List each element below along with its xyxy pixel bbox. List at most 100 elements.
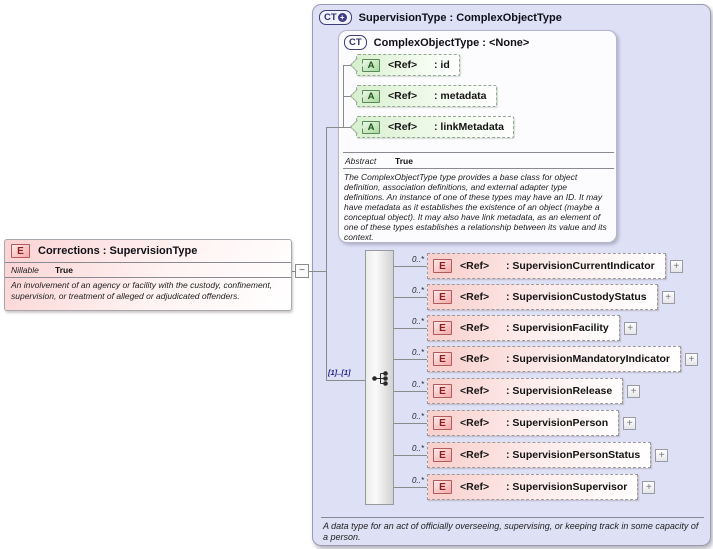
attribute-name: : linkMetadata bbox=[434, 121, 505, 133]
panel-footer-description: A data type for an act of officially ove… bbox=[323, 521, 699, 542]
element-name: : SupervisionMandatoryIndicator bbox=[506, 353, 670, 365]
corrections-element-box[interactable]: E Corrections : SupervisionType Nillable… bbox=[4, 239, 292, 311]
occurs-label: 0..* bbox=[411, 444, 424, 453]
expand-icon[interactable]: + bbox=[623, 416, 637, 430]
element-badge: E bbox=[433, 259, 452, 273]
expand-icon[interactable]: + bbox=[627, 384, 641, 398]
element-ref: <Ref> bbox=[460, 449, 490, 461]
occurs-label: 0..* bbox=[411, 255, 424, 264]
element-tag: E <Ref> : SupervisionPersonStatus bbox=[427, 442, 652, 468]
supervision-type-header: CT + SupervisionType : ComplexObjectType bbox=[313, 5, 710, 30]
element-name: : SupervisionRelease bbox=[506, 385, 613, 397]
element-supervision-person[interactable]: E <Ref> : SupervisionPerson + bbox=[427, 410, 637, 436]
element-supervision-release[interactable]: E <Ref> : SupervisionRelease + bbox=[427, 378, 641, 404]
element-supervision-mandatory-indicator[interactable]: E <Ref> : SupervisionMandatoryIndicator … bbox=[427, 346, 698, 372]
attribute-metadata[interactable]: A <Ref> : metadata bbox=[356, 85, 497, 107]
abstract-property-value: True bbox=[395, 156, 413, 166]
element-ref: <Ref> bbox=[460, 481, 490, 493]
complex-type-plus-badge: CT + bbox=[319, 10, 352, 25]
complex-type-badge-label: CT bbox=[324, 12, 337, 23]
element-supervision-custody-status[interactable]: E <Ref> : SupervisionCustodyStatus + bbox=[427, 284, 675, 310]
attribute-badge: A bbox=[362, 120, 380, 134]
footer-separator bbox=[321, 517, 704, 518]
element-tag: E <Ref> : SupervisionMandatoryIndicator bbox=[427, 346, 681, 372]
occurs-label: 0..* bbox=[411, 380, 424, 389]
attribute-tag: A <Ref> : metadata bbox=[356, 85, 497, 107]
sequence-cardinality-label: [1]..[1] bbox=[328, 368, 351, 377]
expand-icon[interactable]: + bbox=[655, 448, 669, 462]
element-supervision-current-indicator[interactable]: E <Ref> : SupervisionCurrentIndicator + bbox=[427, 253, 683, 279]
element-tag: E <Ref> : SupervisionCurrentIndicator bbox=[427, 253, 666, 279]
attribute-id[interactable]: A <Ref> : id bbox=[356, 54, 460, 76]
element-name: : SupervisionSupervisor bbox=[506, 481, 628, 493]
expand-icon[interactable]: + bbox=[661, 290, 675, 304]
element-tag: E <Ref> : SupervisionCustodyStatus bbox=[427, 284, 658, 310]
attribute-badge: A bbox=[362, 89, 380, 103]
nillable-property-name: Nillable bbox=[11, 265, 39, 275]
expand-icon[interactable]: + bbox=[684, 352, 698, 366]
element-supervision-person-status[interactable]: E <Ref> : SupervisionPersonStatus + bbox=[427, 442, 669, 468]
element-name: : SupervisionCurrentIndicator bbox=[506, 260, 655, 272]
element-badge: E bbox=[433, 321, 452, 335]
base-panel-title: ComplexObjectType : <None> bbox=[373, 36, 530, 49]
corrections-separator-top bbox=[5, 262, 291, 263]
corrections-title-row: E Corrections : SupervisionType bbox=[5, 240, 291, 262]
nillable-property-row: Nillable True bbox=[5, 263, 291, 277]
element-badge: E bbox=[433, 290, 452, 304]
attribute-badge: A bbox=[362, 58, 380, 72]
element-tag: E <Ref> : SupervisionFacility bbox=[427, 315, 620, 341]
element-badge: E bbox=[433, 480, 452, 494]
element-ref: <Ref> bbox=[460, 322, 490, 334]
attribute-tag: A <Ref> : id bbox=[356, 54, 460, 76]
occurs-label: 0..* bbox=[411, 286, 424, 295]
element-tag: E <Ref> : SupervisionSupervisor bbox=[427, 474, 639, 500]
element-name: : SupervisionCustodyStatus bbox=[506, 291, 647, 303]
attribute-tag: A <Ref> : linkMetadata bbox=[356, 116, 515, 138]
element-name: : SupervisionPerson bbox=[506, 417, 609, 429]
element-badge: E bbox=[433, 448, 452, 462]
base-description: The ComplexObjectType type provides a ba… bbox=[344, 172, 607, 242]
element-badge: E bbox=[433, 352, 452, 366]
element-badge: E bbox=[433, 416, 452, 430]
complex-type-plus-icon: + bbox=[337, 13, 347, 22]
complex-type-badge: CT bbox=[344, 35, 367, 50]
corrections-title: Corrections : SupervisionType bbox=[38, 245, 198, 257]
corrections-description: An involvement of an agency or facility … bbox=[11, 280, 273, 301]
element-name: : SupervisionPersonStatus bbox=[506, 449, 641, 461]
attribute-link-metadata[interactable]: A <Ref> : linkMetadata bbox=[356, 116, 515, 138]
attribute-name: : id bbox=[434, 59, 450, 71]
occurs-label: 0..* bbox=[411, 348, 424, 357]
expand-icon[interactable]: + bbox=[623, 321, 637, 335]
attribute-ref: <Ref> bbox=[388, 121, 418, 133]
sequence-group-bar[interactable] bbox=[365, 250, 394, 505]
occurs-label: 0..* bbox=[411, 412, 424, 421]
element-ref: <Ref> bbox=[460, 291, 490, 303]
element-ref: <Ref> bbox=[460, 385, 490, 397]
element-ref: <Ref> bbox=[460, 353, 490, 365]
element-ref: <Ref> bbox=[460, 260, 490, 272]
collapse-icon[interactable]: − bbox=[295, 264, 309, 278]
element-supervision-facility[interactable]: E <Ref> : SupervisionFacility + bbox=[427, 315, 637, 341]
abstract-property-name: Abstract bbox=[345, 156, 377, 166]
element-tag: E <Ref> : SupervisionPerson bbox=[427, 410, 620, 436]
abstract-separator-bottom bbox=[343, 168, 614, 169]
expand-icon[interactable]: + bbox=[669, 259, 683, 273]
attribute-ref: <Ref> bbox=[388, 90, 418, 102]
element-badge: E bbox=[433, 384, 452, 398]
panel-title: SupervisionType : ComplexObjectType bbox=[358, 11, 562, 24]
abstract-property-row: Abstract True bbox=[339, 154, 616, 168]
occurs-label: 0..* bbox=[411, 476, 424, 485]
complex-object-type-header: CT ComplexObjectType : <None> bbox=[339, 31, 616, 54]
element-badge: E bbox=[11, 244, 30, 258]
element-supervision-supervisor[interactable]: E <Ref> : SupervisionSupervisor + bbox=[427, 474, 656, 500]
sequence-icon bbox=[372, 371, 388, 386]
element-ref: <Ref> bbox=[460, 417, 490, 429]
element-name: : SupervisionFacility bbox=[506, 322, 609, 334]
attribute-ref: <Ref> bbox=[388, 59, 418, 71]
attribute-name: : metadata bbox=[434, 90, 487, 102]
nillable-property-value: True bbox=[55, 265, 73, 275]
abstract-separator-top bbox=[343, 152, 614, 153]
element-tag: E <Ref> : SupervisionRelease bbox=[427, 378, 624, 404]
expand-icon[interactable]: + bbox=[642, 480, 656, 494]
